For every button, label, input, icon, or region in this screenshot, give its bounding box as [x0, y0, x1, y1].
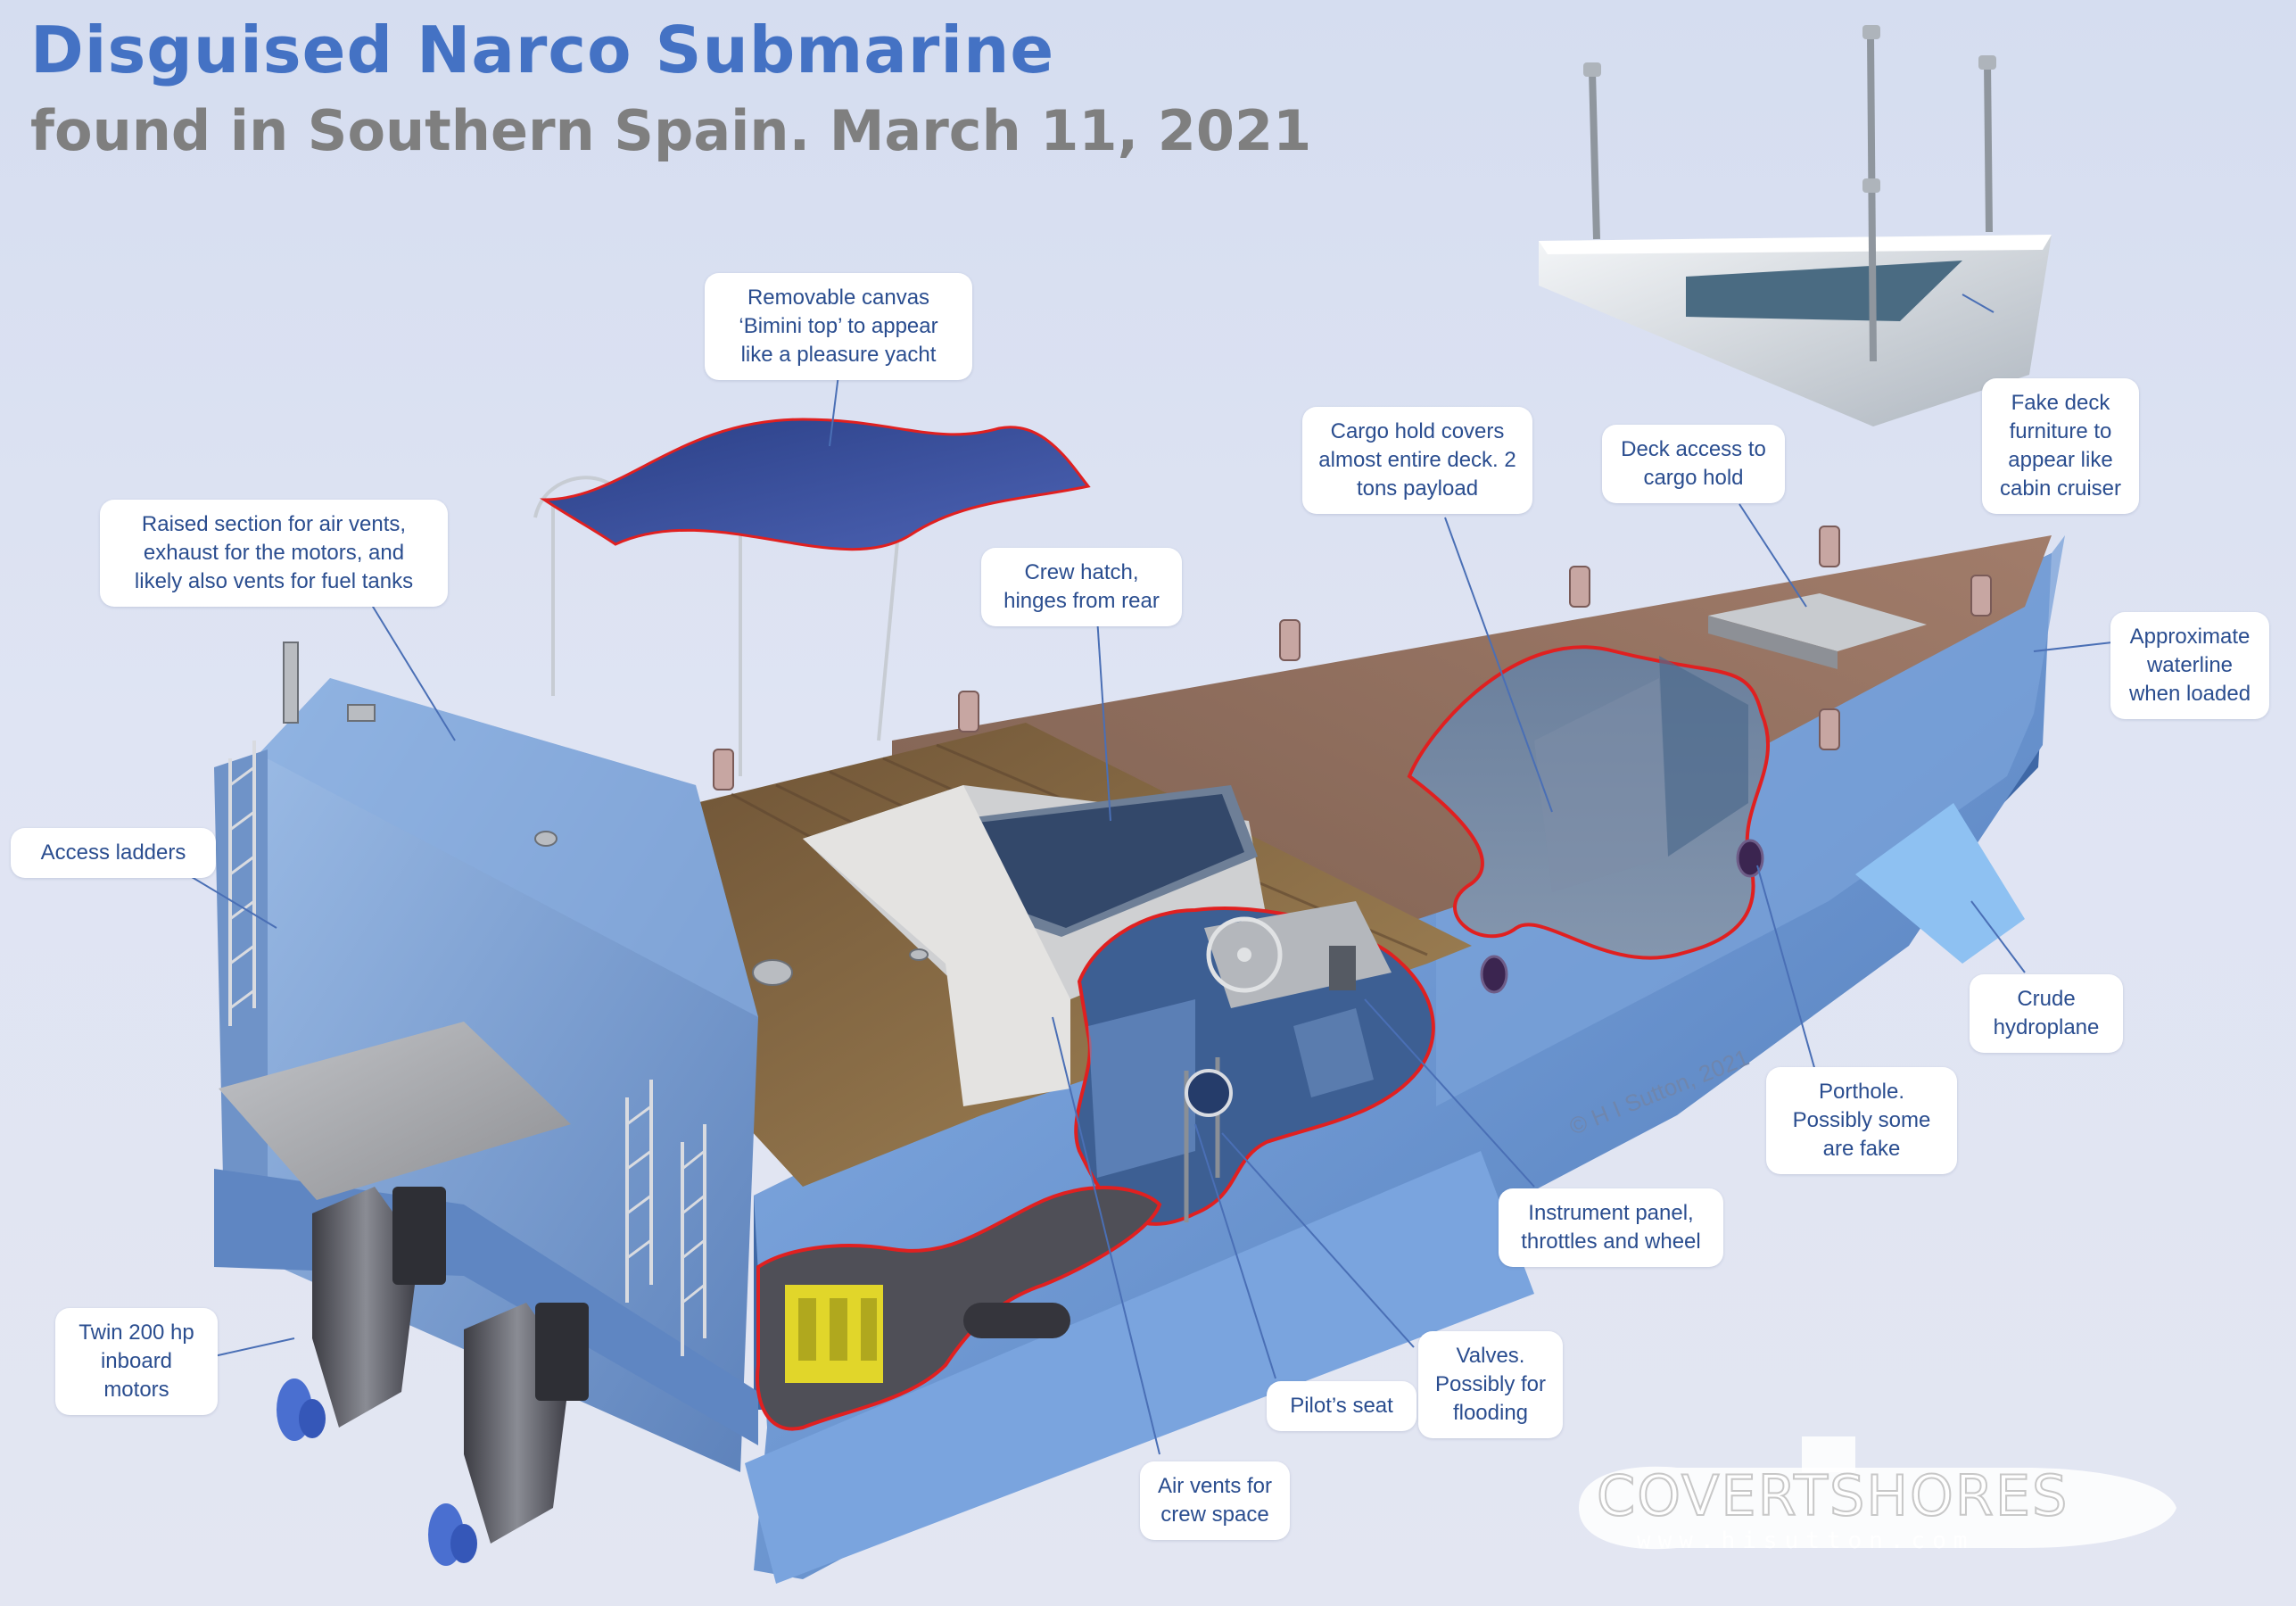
callout-waterline: Approximate waterline when loaded	[2110, 612, 2269, 719]
callout-cargo-hold: Cargo hold covers almost entire deck. 2 …	[1302, 407, 1532, 514]
callout-deck-access: Deck access to cargo hold	[1602, 425, 1785, 503]
deck-access-hatch	[1708, 593, 1927, 669]
access-ladders	[228, 741, 706, 1356]
covertshores-logo	[1579, 1436, 2176, 1550]
callout-crew-hatch: Crew hatch, hinges from rear	[981, 548, 1182, 626]
callout-fake-deck-furniture: Fake deck furniture to appear like cabin…	[1982, 378, 2139, 514]
vent-pipes	[283, 642, 929, 986]
callout-valves: Valves. Possibly for flooding	[1418, 1331, 1563, 1438]
pilot-seat	[1293, 1008, 1374, 1097]
engine-block	[785, 1285, 1070, 1383]
bimini-top	[533, 418, 1091, 776]
flood-valves	[1184, 1057, 1233, 1222]
outboard-motors	[277, 1187, 589, 1566]
callout-porthole: Porthole. Possibly some are fake	[1766, 1067, 1957, 1174]
swim-platform	[219, 1022, 571, 1200]
leader-lines	[164, 294, 2113, 1455]
bollards	[713, 526, 1992, 791]
callout-pilot-seat: Pilot’s seat	[1267, 1381, 1416, 1431]
portholes	[1480, 839, 1764, 994]
hydroplane	[1855, 803, 2025, 964]
callout-air-vents: Air vents for crew space	[1140, 1461, 1290, 1540]
instrument-panel	[1204, 901, 1392, 1008]
callout-motors: Twin 200 hp inboard motors	[55, 1308, 218, 1415]
logo-name: COVERTSHORES	[1596, 1462, 2069, 1529]
callout-hydroplane: Crude hydroplane	[1970, 974, 2123, 1053]
logo-url: www.hisutton.com	[1637, 1527, 1975, 1554]
fake-deck-furniture	[1539, 25, 2052, 426]
diagram-subtitle: found in Southern Spain. March 11, 2021	[30, 98, 1312, 163]
callout-raised-section: Raised section for air vents, exhaust fo…	[100, 500, 448, 607]
callout-bimini-top: Removable canvas ‘Bimini top’ to appear …	[705, 273, 972, 380]
callout-instrument-panel: Instrument panel, throttles and wheel	[1499, 1188, 1723, 1267]
diagram-title: Disguised Narco Submarine	[30, 12, 1055, 87]
callout-access-ladders: Access ladders	[11, 828, 216, 878]
